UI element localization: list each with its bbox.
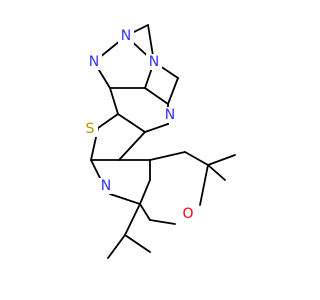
bond [184, 151, 209, 166]
bond [107, 234, 126, 259]
bond [139, 203, 151, 221]
atom-s-thiophene: S [86, 121, 95, 137]
bond [90, 159, 101, 179]
atom-n-triazole-left: N [89, 54, 99, 70]
atom-n-triazole-top: N [121, 28, 131, 44]
bond [97, 113, 119, 129]
bond [199, 164, 209, 206]
bond [118, 131, 146, 161]
bond [124, 203, 141, 236]
bond [109, 87, 119, 115]
molecule-svg: N N N N S N O [82, 24, 236, 259]
bond [167, 77, 179, 105]
bond [149, 151, 186, 161]
bond-layer [90, 24, 236, 259]
bond [207, 164, 226, 181]
atom-label-layer: N N N N S N O [82, 28, 196, 222]
bond [117, 113, 146, 133]
atom-o-pyran: O [182, 206, 193, 222]
bond [149, 219, 176, 225]
bond [139, 179, 151, 205]
bond [144, 123, 169, 133]
bond [124, 234, 151, 253]
bond [144, 87, 169, 105]
atom-n-pyridine: N [101, 178, 111, 194]
atom-n-pyrimidine: N [165, 107, 175, 123]
atom-n-triazole-bridge: N [149, 54, 159, 70]
bond [207, 154, 236, 166]
molecule-structure: N N N N S N O [82, 24, 236, 259]
bond [109, 193, 141, 205]
